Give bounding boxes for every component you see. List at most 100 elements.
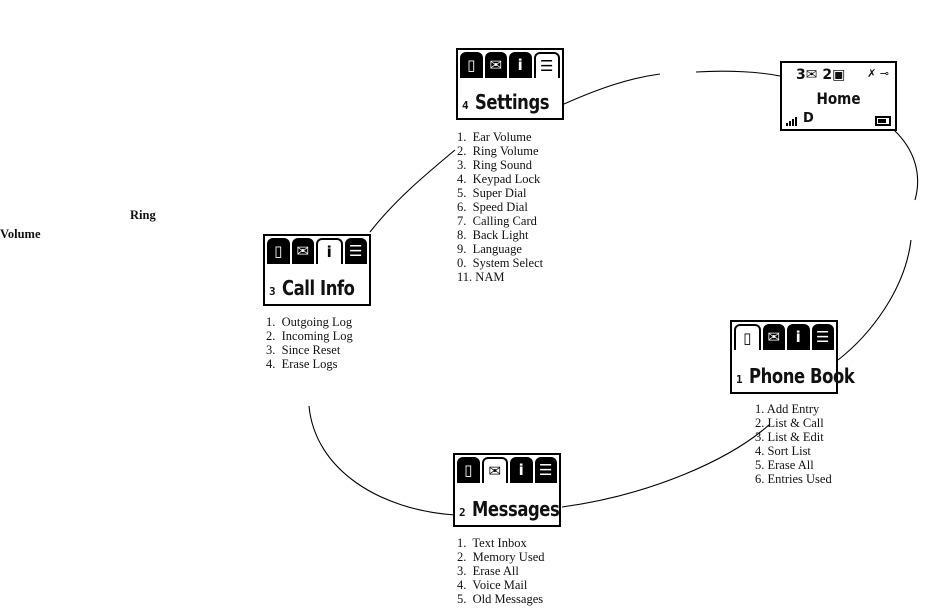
side-label: Ring [130, 208, 156, 222]
menu-item[interactable]: 5. Super Dial [457, 186, 527, 200]
silent-icon: ✗ [867, 67, 877, 80]
info-icon: i [517, 55, 523, 74]
tab-info[interactable]: i [510, 457, 533, 483]
menu-item[interactable]: 9. Language [457, 242, 522, 256]
home-bottom-row: D [786, 111, 891, 126]
menu-item[interactable]: 4. Voice Mail [457, 578, 528, 592]
list-icon: ☰ [349, 241, 363, 260]
info-icon: i [518, 460, 524, 479]
screen-title: Settings [474, 90, 550, 114]
menu-item[interactable]: 4. Erase Logs [266, 357, 338, 371]
menu-item[interactable]: 5. Old Messages [457, 592, 544, 606]
tab-book[interactable]: ▯ [460, 52, 483, 78]
battery-icon [875, 116, 891, 126]
screen-title-row: 4 Settings [462, 82, 558, 114]
arc-home-to-phonebook-2 [837, 239, 912, 361]
message-indicator: 3✉ 2▣ [796, 67, 846, 83]
envelope-icon: ✉ [767, 327, 781, 346]
tab-list[interactable]: ☰ [534, 457, 557, 483]
arc-home-to-phonebook [893, 129, 919, 201]
status-icons: ✗ ⊸ [867, 67, 889, 83]
tab-book[interactable]: ▯ [734, 324, 761, 350]
arc-home-to-settings [563, 73, 661, 105]
envelope-icon: ✉ [805, 67, 818, 83]
menu-item[interactable]: 5. Erase All [755, 458, 814, 472]
list-icon: ☰ [540, 56, 554, 75]
tab-book[interactable]: ▯ [457, 457, 480, 483]
menu-item[interactable]: 6. Entries Used [755, 472, 832, 486]
arc-phonebook-to-messages [561, 423, 771, 508]
settings-screen[interactable]: ▯ ✉ i ☰ 4 Settings [456, 48, 564, 120]
menu-item[interactable]: 4. Sort List [755, 444, 811, 458]
messages-screen[interactable]: ▯ ✉ i ☰ 2 Messages [453, 453, 561, 527]
screen-number: 3 [269, 285, 276, 298]
tab-list[interactable]: ☰ [344, 238, 367, 264]
envelope-icon: ✉ [296, 241, 310, 260]
menu-item[interactable]: 1. Text Inbox [457, 536, 527, 550]
info-icon: i [326, 242, 332, 261]
screen-title: Phone Book [748, 364, 855, 388]
tab-info[interactable]: i [316, 238, 343, 264]
tab-envelope[interactable]: ✉ [762, 324, 785, 350]
list-icon: ☰ [539, 460, 553, 479]
menu-item[interactable]: 1. Outgoing Log [266, 315, 353, 329]
arc-messages-to-callinfo [308, 405, 456, 516]
envelope-icon: ✉ [488, 461, 502, 480]
home-screen: 3✉ 2▣ ✗ ⊸ Home D [780, 61, 897, 131]
screen-number: 4 [462, 99, 469, 112]
book-icon: ▯ [467, 55, 476, 74]
arc-home-to-settings-2 [695, 70, 781, 77]
menu-item[interactable]: 1. Add Entry [755, 402, 820, 416]
tab-info[interactable]: i [787, 324, 810, 350]
menu-item[interactable]: 2. Ring Volume [457, 144, 539, 158]
screen-title-row: 1 Phone Book [736, 354, 854, 388]
menu-item[interactable]: 11. NAM [457, 270, 505, 284]
tab-bar: ▯ ✉ i ☰ [734, 324, 834, 350]
menu-item[interactable]: 2. Incoming Log [266, 329, 353, 343]
tab-list[interactable]: ☰ [811, 324, 834, 350]
menu-item[interactable]: 3. List & Edit [755, 430, 824, 444]
menu-item[interactable]: 3. Ring Sound [457, 158, 533, 172]
tab-bar: ▯ ✉ i ☰ [460, 52, 560, 78]
screen-title: Call Info [281, 276, 355, 300]
tab-envelope[interactable]: ✉ [484, 52, 507, 78]
tab-book[interactable]: ▯ [267, 238, 290, 264]
menu-item[interactable]: 4. Keypad Lock [457, 172, 541, 186]
tab-envelope[interactable]: ✉ [291, 238, 314, 264]
phonebook-screen[interactable]: ▯ ✉ i ☰ 1 Phone Book [730, 320, 854, 394]
callinfo-screen[interactable]: ▯ ✉ i ☰ 3 Call Info [263, 234, 371, 306]
key-icon: ⊸ [879, 67, 889, 80]
menu-item[interactable]: 0. System Select [457, 256, 544, 270]
menu-item[interactable]: 8. Back Light [457, 228, 529, 242]
book-icon: ▯ [464, 460, 473, 479]
list-icon: ☰ [816, 327, 830, 346]
screen-title: Messages [471, 497, 560, 521]
screen-number: 2 [459, 506, 466, 519]
screen-title-row: 3 Call Info [269, 268, 365, 300]
menu-item[interactable]: 3. Erase All [457, 564, 519, 578]
screen-number: 1 [736, 373, 743, 386]
menu-item[interactable]: 6. Speed Dial [457, 200, 528, 214]
tab-info[interactable]: i [509, 52, 532, 78]
envelope-icon: ✉ [489, 55, 503, 74]
menu-item[interactable]: 1. Ear Volume [457, 130, 532, 144]
menu-item[interactable]: 3. Since Reset [266, 343, 341, 357]
home-title: Home [816, 89, 861, 108]
tab-envelope[interactable]: ✉ [481, 457, 508, 483]
voicemail-icon: ▣ [832, 67, 846, 83]
tab-list[interactable]: ☰ [533, 52, 560, 78]
book-icon: ▯ [743, 328, 752, 347]
menu-item[interactable]: 2. Memory Used [457, 550, 545, 564]
screen-title-row: 2 Messages [459, 487, 559, 521]
tab-bar: ▯ ✉ i ☰ [457, 457, 557, 483]
book-icon: ▯ [274, 241, 283, 260]
menu-item[interactable]: 2. List & Call [755, 416, 824, 430]
menu-item[interactable]: 7. Calling Card [457, 214, 537, 228]
side-label-2: Volume [0, 227, 41, 241]
arc-callinfo-to-settings [369, 149, 456, 233]
